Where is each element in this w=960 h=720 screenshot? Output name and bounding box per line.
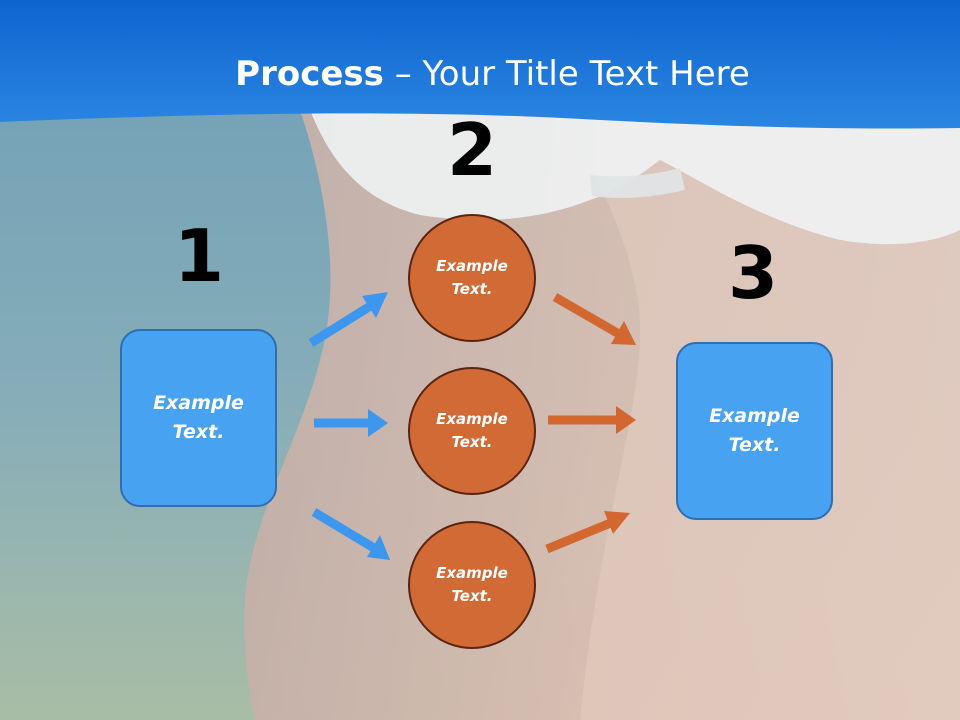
process-circle-bottom: Example Text.: [408, 521, 536, 649]
process-circle-top: Example Text.: [408, 214, 536, 342]
slide-title: Process – Your Title Text Here: [0, 52, 960, 96]
box-end-line-1: Example: [709, 405, 800, 427]
process-box-start: Example Text.: [120, 329, 277, 507]
circle-bottom-line-1: Example: [436, 564, 508, 582]
step-number-3: 3: [727, 231, 779, 315]
circle-bottom-line-2: Text.: [451, 587, 493, 605]
process-box-end: Example Text.: [676, 342, 833, 520]
step-number-1: 1: [173, 214, 225, 298]
title-rest-text: Your Title Text Here: [422, 54, 750, 94]
box-start-line-2: Text.: [172, 421, 225, 443]
title-bold-text: Process: [235, 54, 384, 94]
title-dash: –: [383, 54, 423, 94]
circle-top-line-2: Text.: [451, 280, 493, 298]
circle-middle-line-2: Text.: [451, 433, 493, 451]
step-number-2: 2: [446, 108, 498, 192]
circle-middle-line-1: Example: [436, 410, 508, 428]
circle-top-line-1: Example: [436, 257, 508, 275]
box-end-line-2: Text.: [728, 434, 781, 456]
process-circle-middle: Example Text.: [408, 367, 536, 495]
box-start-line-1: Example: [153, 392, 244, 414]
